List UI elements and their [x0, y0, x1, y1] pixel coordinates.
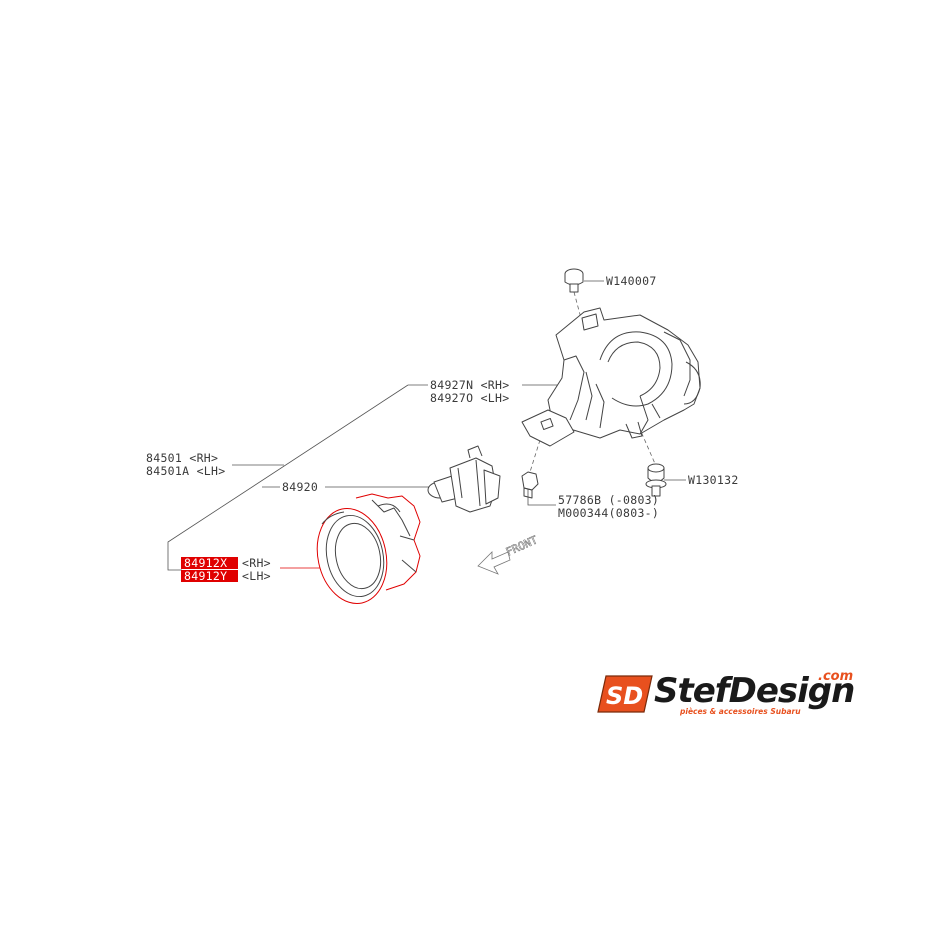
part-labels: W140007 84927N <RH> 84927O <LH> 84501 <R… [146, 274, 739, 583]
label-84912y: 84912Y [184, 569, 227, 583]
fog-lamp-bracket [521, 307, 701, 447]
label-84920: 84920 [282, 480, 318, 494]
label-84927n: 84927N <RH> [430, 378, 509, 392]
label-84501a: 84501A <LH> [146, 464, 225, 478]
logo-mark: SD [606, 682, 643, 710]
label-84912x-side: <RH> [242, 556, 271, 570]
bulb-84920 [427, 445, 501, 513]
front-direction-indicator: FRONT [477, 533, 540, 575]
logo-mark-badge [597, 675, 653, 713]
axis-nut [529, 439, 541, 473]
label-84912y-side: <LH> [242, 569, 271, 583]
logo-domain: .com [818, 669, 853, 684]
logo-name: StefDesign [654, 671, 854, 711]
axis-top-bolt [573, 291, 583, 323]
label-57786b: 57786B (-0803) [558, 493, 659, 507]
highlight-84912y [181, 570, 238, 582]
highlight-84912x [181, 557, 238, 569]
label-w140007: W140007 [606, 274, 657, 288]
label-m000344: M000344(0803-) [558, 506, 659, 520]
bolt-w140007 [564, 268, 584, 293]
label-84501: 84501 <RH> [146, 451, 218, 465]
nut-57786b [521, 471, 539, 499]
bolt-w130132 [645, 463, 667, 497]
fog-lamp-assembly [316, 493, 421, 604]
label-84927o: 84927O <LH> [430, 391, 509, 405]
label-84912x: 84912X [184, 556, 227, 570]
logo-tagline: pièces & accessoires Subaru [679, 707, 801, 716]
label-w130132: W130132 [688, 473, 739, 487]
front-label: FRONT [504, 533, 540, 558]
stefdesign-logo: SD StefDesign .com pièces & accessoires … [597, 669, 855, 716]
